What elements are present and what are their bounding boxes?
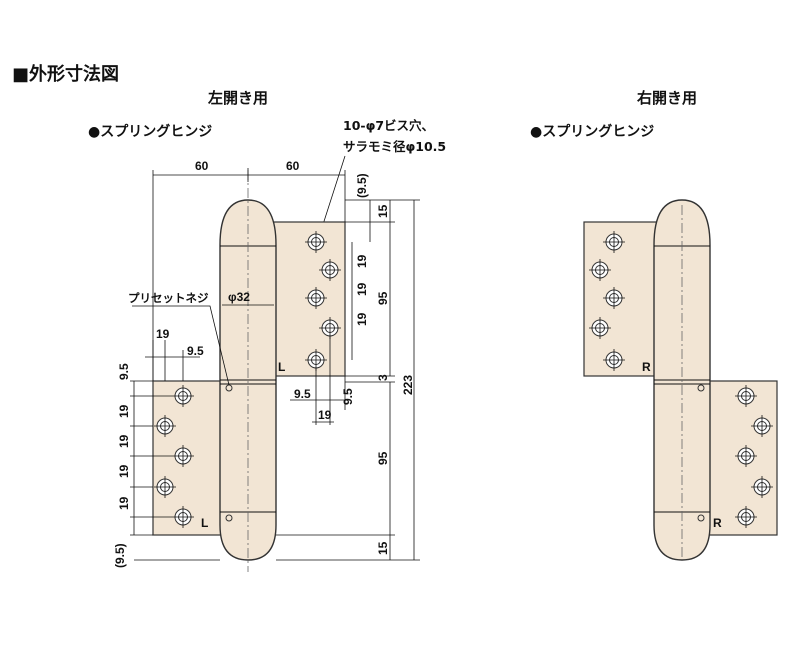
dim-bottom-9-5-r: 9.5 — [341, 388, 355, 405]
right-preset-screw — [697, 384, 705, 392]
diameter-label: φ32 — [228, 290, 250, 304]
right-view-title: 右開き用 — [637, 89, 697, 107]
right-upper-leaf-holes — [589, 231, 625, 371]
dim-lower-15: 15 — [376, 541, 390, 555]
lower-leaf-left-dims — [130, 340, 220, 561]
dim-bottom-19: 19 — [318, 408, 332, 422]
dim-overall-223: 223 — [401, 375, 415, 395]
dim-left-19-top: 19 — [156, 327, 170, 341]
lower-right-dims — [276, 382, 395, 560]
dim-right-95: 95 — [376, 291, 390, 305]
right-vertical-dimensions — [276, 199, 420, 561]
left-view-subtitle: ●スプリングヒンジ — [88, 123, 212, 140]
dim-right-19-a: 19 — [355, 254, 369, 268]
dim-bottom-9-5: 9.5 — [294, 387, 311, 401]
left-view-title: 左開き用 — [207, 89, 268, 107]
hole-callout-line1: 10-φ7ビス穴、 — [343, 118, 434, 133]
right-barrel-pin-lower — [697, 514, 705, 522]
dim-left-60: 60 — [195, 159, 209, 173]
dim-left-9-5-top: 9.5 — [187, 344, 204, 358]
dim-left-19-d: 19 — [117, 496, 131, 510]
dim-right-3: 3 — [376, 374, 390, 381]
right-upper-leaf-mark: R — [642, 360, 651, 374]
upper-leaf-mark: L — [278, 360, 285, 374]
dim-right-19-c: 19 — [355, 312, 369, 326]
hole-callout-line2: サラモミ径φ10.5 — [343, 139, 446, 154]
upper-leaf-bottom-dims — [290, 336, 346, 425]
dim-left-19-b: 19 — [117, 434, 131, 448]
right-lower-leaf-holes — [735, 385, 773, 528]
dim-upper-9-5: (9.5) — [355, 173, 369, 198]
barrel-pin-lower — [225, 514, 233, 522]
preset-leader — [132, 305, 230, 386]
dim-left-19-c: 19 — [117, 464, 131, 478]
right-lower-leaf-mark: R — [713, 516, 722, 530]
right-view-subtitle: ●スプリングヒンジ — [530, 123, 654, 140]
upper-leaf-holes — [305, 231, 341, 371]
preset-screw-label: プリセットネジ — [128, 291, 209, 305]
lower-leaf-mark: L — [201, 516, 208, 530]
right-hinge-barrel — [653, 199, 711, 561]
dim-right-60: 60 — [286, 159, 300, 173]
dim-left-19-a: 19 — [117, 404, 131, 418]
dim-lower-9-5: (9.5) — [113, 543, 127, 568]
dim-lower-95: 95 — [376, 451, 390, 465]
dim-right-15-top: 15 — [376, 204, 390, 218]
lower-leaf-holes — [154, 385, 194, 528]
drawing-title: ■外形寸法図 — [12, 63, 119, 85]
hinge-barrel — [219, 170, 277, 572]
upper-leaf — [269, 221, 346, 377]
dim-left-9-5-side: 9.5 — [117, 363, 131, 380]
dim-right-19-b: 19 — [355, 282, 369, 296]
